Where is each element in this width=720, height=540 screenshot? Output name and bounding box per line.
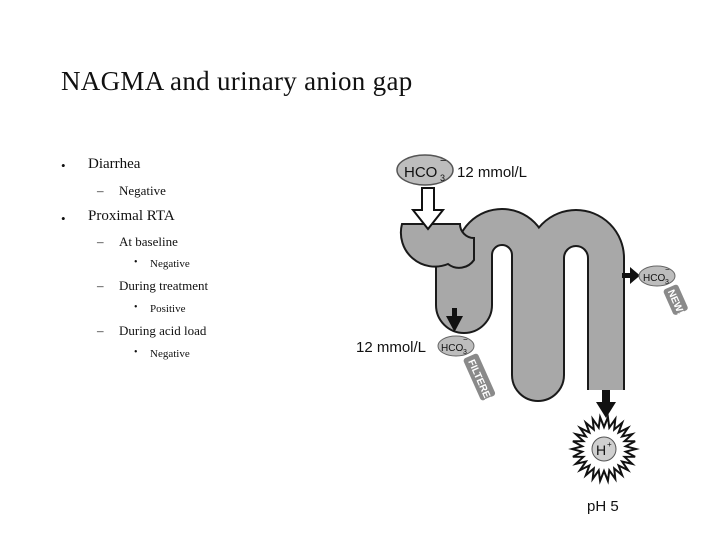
bullet-marker: •	[61, 211, 66, 226]
bullet-marker: –	[97, 278, 104, 293]
hco3-top-badge: HCO 3 −	[396, 154, 454, 186]
bullet-marker: •	[134, 302, 138, 313]
bullet-diarrhea-negative: Negative	[119, 183, 166, 198]
top-concentration: 12 mmol/L	[457, 164, 527, 181]
svg-text:−: −	[665, 265, 670, 274]
svg-text:HCO: HCO	[404, 164, 437, 181]
bullet-marker: –	[97, 183, 104, 198]
bullet-during-treatment: During treatment	[119, 278, 209, 293]
bullet-marker: –	[97, 234, 104, 249]
bottom-down-arrow-icon	[596, 390, 616, 418]
left-concentration: 12 mmol/L	[356, 339, 426, 356]
svg-text:+: +	[607, 440, 612, 449]
slide-title: NAGMA and urinary anion gap	[61, 66, 413, 96]
svg-text:HCO: HCO	[441, 343, 463, 354]
bullet-list: • Diarrhea – Negative • Proximal RTA – A…	[61, 156, 209, 360]
bullet-baseline-negative: Negative	[150, 258, 190, 270]
bullet-diarrhea: Diarrhea	[88, 156, 141, 172]
bullet-acid-load-negative: Negative	[150, 348, 190, 360]
svg-text:H: H	[596, 442, 606, 458]
hollow-down-arrow-icon	[410, 187, 446, 231]
bullet-marker: –	[97, 323, 104, 338]
down-arrow-icon	[446, 308, 463, 332]
ph-label: pH 5	[587, 498, 619, 515]
hco3-filtered-badge: HCO 3 − FILTERED!	[437, 335, 496, 410]
bullet-marker: •	[61, 158, 66, 173]
bullet-marker: •	[134, 347, 138, 358]
svg-text:3: 3	[665, 279, 669, 286]
bullet-during-acid-load: During acid load	[119, 323, 207, 338]
svg-text:3: 3	[463, 349, 467, 356]
svg-text:−: −	[440, 155, 446, 167]
svg-text:3: 3	[440, 173, 445, 183]
svg-text:HCO: HCO	[643, 273, 665, 284]
bullet-marker: •	[134, 257, 138, 268]
right-arrow-icon	[622, 267, 640, 284]
svg-text:−: −	[463, 335, 468, 344]
proton-starburst-icon: H +	[568, 413, 640, 485]
hco3-new-badge: HCO 3 − NEW!	[638, 265, 688, 317]
bullet-at-baseline: At baseline	[119, 234, 178, 249]
bullet-treatment-positive: Positive	[150, 303, 186, 315]
tubule	[399, 208, 625, 402]
bullet-proximal-rta: Proximal RTA	[88, 208, 175, 224]
